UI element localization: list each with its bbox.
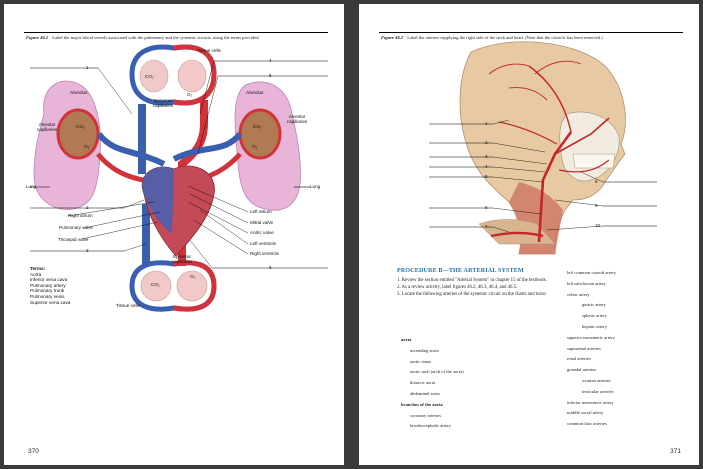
label-left-atrium: Left atrium <box>250 209 272 214</box>
label-systemic-capillaries-bottom: Systemic capillaries <box>167 254 197 264</box>
term-item: Pulmonary veins <box>30 294 70 300</box>
artery-list-item: splenic artery <box>567 311 616 322</box>
number-5: 5 <box>485 174 488 179</box>
artery-list-item: gastric artery <box>567 300 616 311</box>
artery-list-item: aorta <box>401 335 464 346</box>
artery-list-item: ascending aorta <box>401 346 464 357</box>
procedure-title: PROCEDURE B—THE ARTERIAL SYSTEM <box>397 268 557 274</box>
number-8: 8 <box>595 179 598 184</box>
artery-list-item: middle sacral artery <box>567 408 616 419</box>
label-lung-right: Lung <box>310 184 320 189</box>
number-3: 3 <box>86 248 89 253</box>
term-item: Superior vena cava <box>30 300 70 306</box>
label-lung-left: Lung <box>26 184 36 189</box>
artery-list-item: coronary arteries <box>401 411 464 422</box>
artery-list-item: aortic sinus <box>401 357 464 368</box>
artery-list-item: superior mesenteric artery <box>567 333 616 344</box>
circulation-diagram <box>4 4 344 465</box>
artery-list-item: left common carotid artery <box>567 268 616 279</box>
number-9: 9 <box>595 203 598 208</box>
artery-list-item: gonadal arteries <box>567 365 616 376</box>
label-pulmonary-valve: Pulmonary valve <box>59 225 93 230</box>
number-6: 6 <box>485 205 488 210</box>
label-right-atrium: Right atrium <box>68 213 93 218</box>
label-mitral-valve: Mitral valve <box>250 220 273 225</box>
artery-list-item: celiac artery <box>567 290 616 301</box>
label-left-ventricle: Left ventricle <box>250 241 276 246</box>
page-number: 370 <box>28 448 39 455</box>
number-1: 1 <box>485 121 488 126</box>
alveolus-right <box>240 110 280 158</box>
label-o2-left: O₂ <box>84 144 89 149</box>
procedure-item: 2. As a review activity, label figures 4… <box>397 285 557 291</box>
label-alveolus-right: Alveolus <box>246 90 263 95</box>
artery-list-item: ovarian arteries <box>567 376 616 387</box>
artery-list-item: common iliac arteries <box>567 419 616 430</box>
label-co2-right: CO₂ <box>253 124 262 129</box>
procedure-section: PROCEDURE B—THE ARTERIAL SYSTEM 1. Revie… <box>397 268 557 298</box>
label-alveolar-capillaries-right: Alveolar capillaries <box>284 114 310 124</box>
label-right-ventricle: Right ventricle <box>250 251 279 256</box>
label-o2-top: O₂ <box>187 92 192 97</box>
artery-list-item: hepatic artery <box>567 322 616 333</box>
terms-list: Terms: Aorta Inferior vena cava Pulmonar… <box>30 266 70 305</box>
number-7: 7 <box>485 224 488 229</box>
label-systemic-capillaries-top: Systemic capillaries <box>148 98 178 108</box>
number-6: 6 <box>269 265 272 270</box>
number-4: 4 <box>485 164 488 169</box>
label-co2-bottom: CO₂ <box>151 282 160 287</box>
label-alveolus-left: Alveolus <box>70 90 87 95</box>
term-item: Inferior vena cava <box>30 277 70 283</box>
procedure-item: 1. Review the section entitled "Arterial… <box>397 278 557 284</box>
number-4: 4 <box>269 58 272 63</box>
number-2: 2 <box>485 140 488 145</box>
procedure-item: 3. Locate the following arteries of the … <box>397 292 557 298</box>
label-o2-bottom: O₂ <box>190 274 195 279</box>
number-2: 2 <box>86 205 89 210</box>
artery-list-item: abdominal aorta <box>401 389 464 400</box>
artery-list-item: left subclavian artery <box>567 279 616 290</box>
artery-list-item: branches of the aorta <box>401 400 464 411</box>
artery-list-item: brachiocephalic artery <box>401 421 464 432</box>
label-tissue-cells-bottom: Tissue cells <box>116 303 140 308</box>
number-1: 1 <box>86 65 89 70</box>
pulmonary-artery-left <box>99 134 164 164</box>
artery-list-item: aortic arch (arch of the aorta) <box>401 367 464 378</box>
artery-list-item: suprarenal arteries <box>567 344 616 355</box>
label-aortic-valve: Aortic valve <box>250 230 274 235</box>
label-tissue-cells-top: Tissue cells <box>197 48 221 53</box>
label-co2-left: CO₂ <box>76 124 85 129</box>
artery-list-item: inferior mesenteric artery <box>567 398 616 409</box>
label-tricuspid-valve: Tricuspid valve <box>58 237 88 242</box>
tissue-cell-top-2 <box>178 60 206 92</box>
number-10: 10 <box>595 223 600 228</box>
alveolus-left <box>58 110 98 158</box>
label-alveolar-capillaries-left: Alveolar capillaries <box>34 122 60 132</box>
label-o2-right: O₂ <box>252 144 257 149</box>
artery-list-item: testicular arteries <box>567 387 616 398</box>
pulmonary-artery-right <box>174 134 240 159</box>
artery-list-item: renal arteries <box>567 354 616 365</box>
number-3: 3 <box>485 154 488 159</box>
label-co2-top: CO₂ <box>145 74 154 79</box>
page-number: 371 <box>670 448 681 455</box>
number-5: 5 <box>269 73 272 78</box>
artery-list-item: thoracic aorta <box>401 378 464 389</box>
